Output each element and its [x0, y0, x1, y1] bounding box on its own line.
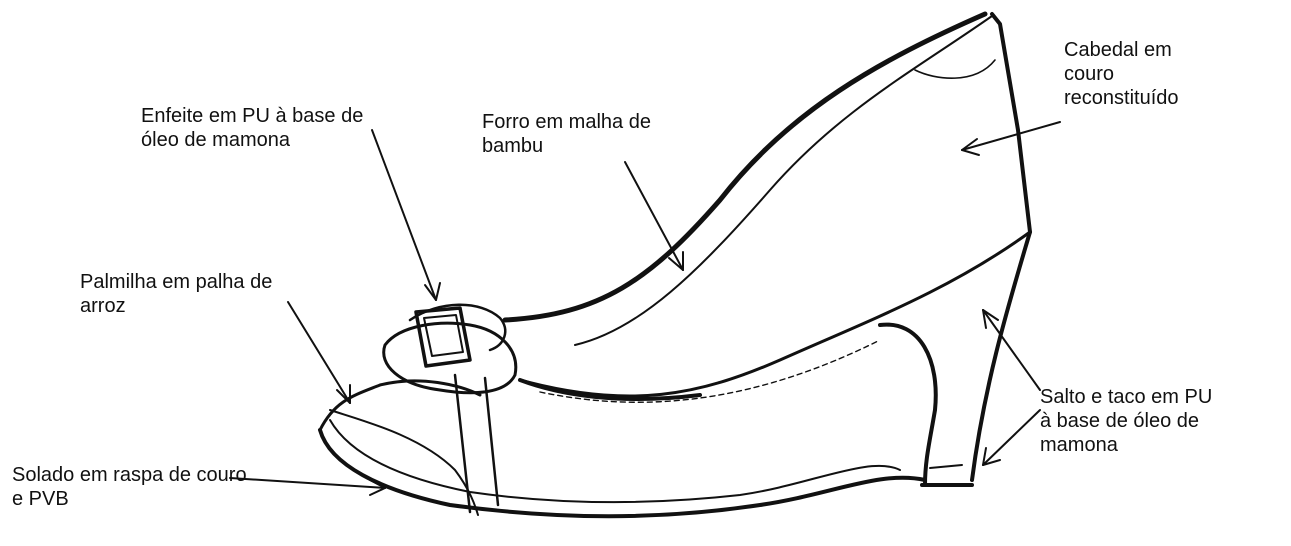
- label-enfeite-line2: óleo de mamona: [141, 128, 461, 152]
- label-solado-line2: e PVB: [12, 487, 342, 511]
- label-cabedal-line3: reconstituído: [1064, 86, 1284, 110]
- heel-collar-inner: [575, 16, 992, 345]
- label-solado-line1: Solado em raspa de couro: [12, 463, 342, 487]
- label-solado: Solado em raspa de couro e PVB: [12, 463, 342, 511]
- label-cabedal-line1: Cabedal em: [1064, 38, 1284, 62]
- arrow-cabedal: [962, 122, 1060, 155]
- heel-front: [972, 232, 1030, 480]
- heel-notch: [915, 60, 995, 78]
- label-palmilha-line1: Palmilha em palha de: [80, 270, 380, 294]
- arrow-salto-lower: [983, 410, 1040, 465]
- heel-counter-top: [505, 14, 985, 320]
- label-palmilha-line2: arroz: [80, 294, 380, 318]
- vamp-bottom: [520, 232, 1030, 396]
- label-forro-line2: bambu: [482, 134, 742, 158]
- label-enfeite: Enfeite em PU à base de óleo de mamona: [141, 104, 461, 152]
- vamp-edge: [520, 380, 700, 399]
- arrow-forro: [625, 162, 683, 270]
- label-cabedal: Cabedal em couro reconstituído: [1064, 38, 1284, 110]
- label-forro: Forro em malha de bambu: [482, 110, 742, 158]
- label-palmilha: Palmilha em palha de arroz: [80, 270, 380, 318]
- label-salto-line2: à base de óleo de: [1040, 409, 1280, 433]
- label-cabedal-line2: couro: [1064, 62, 1284, 86]
- heel-counter-back: [992, 14, 1030, 232]
- strap-right: [485, 378, 498, 505]
- sole-inner: [330, 420, 900, 502]
- bow-buckle-inner: [424, 315, 463, 356]
- toe-side: [330, 410, 478, 515]
- heel-back: [880, 325, 936, 485]
- label-salto-line3: mamona: [1040, 433, 1280, 457]
- heel-tip-line: [930, 465, 962, 468]
- label-salto: Salto e taco em PU à base de óleo de mam…: [1040, 385, 1280, 457]
- label-salto-line1: Salto e taco em PU: [1040, 385, 1280, 409]
- label-enfeite-line1: Enfeite em PU à base de: [141, 104, 461, 128]
- arrow-enfeite: [372, 130, 440, 300]
- label-forro-line1: Forro em malha de: [482, 110, 742, 134]
